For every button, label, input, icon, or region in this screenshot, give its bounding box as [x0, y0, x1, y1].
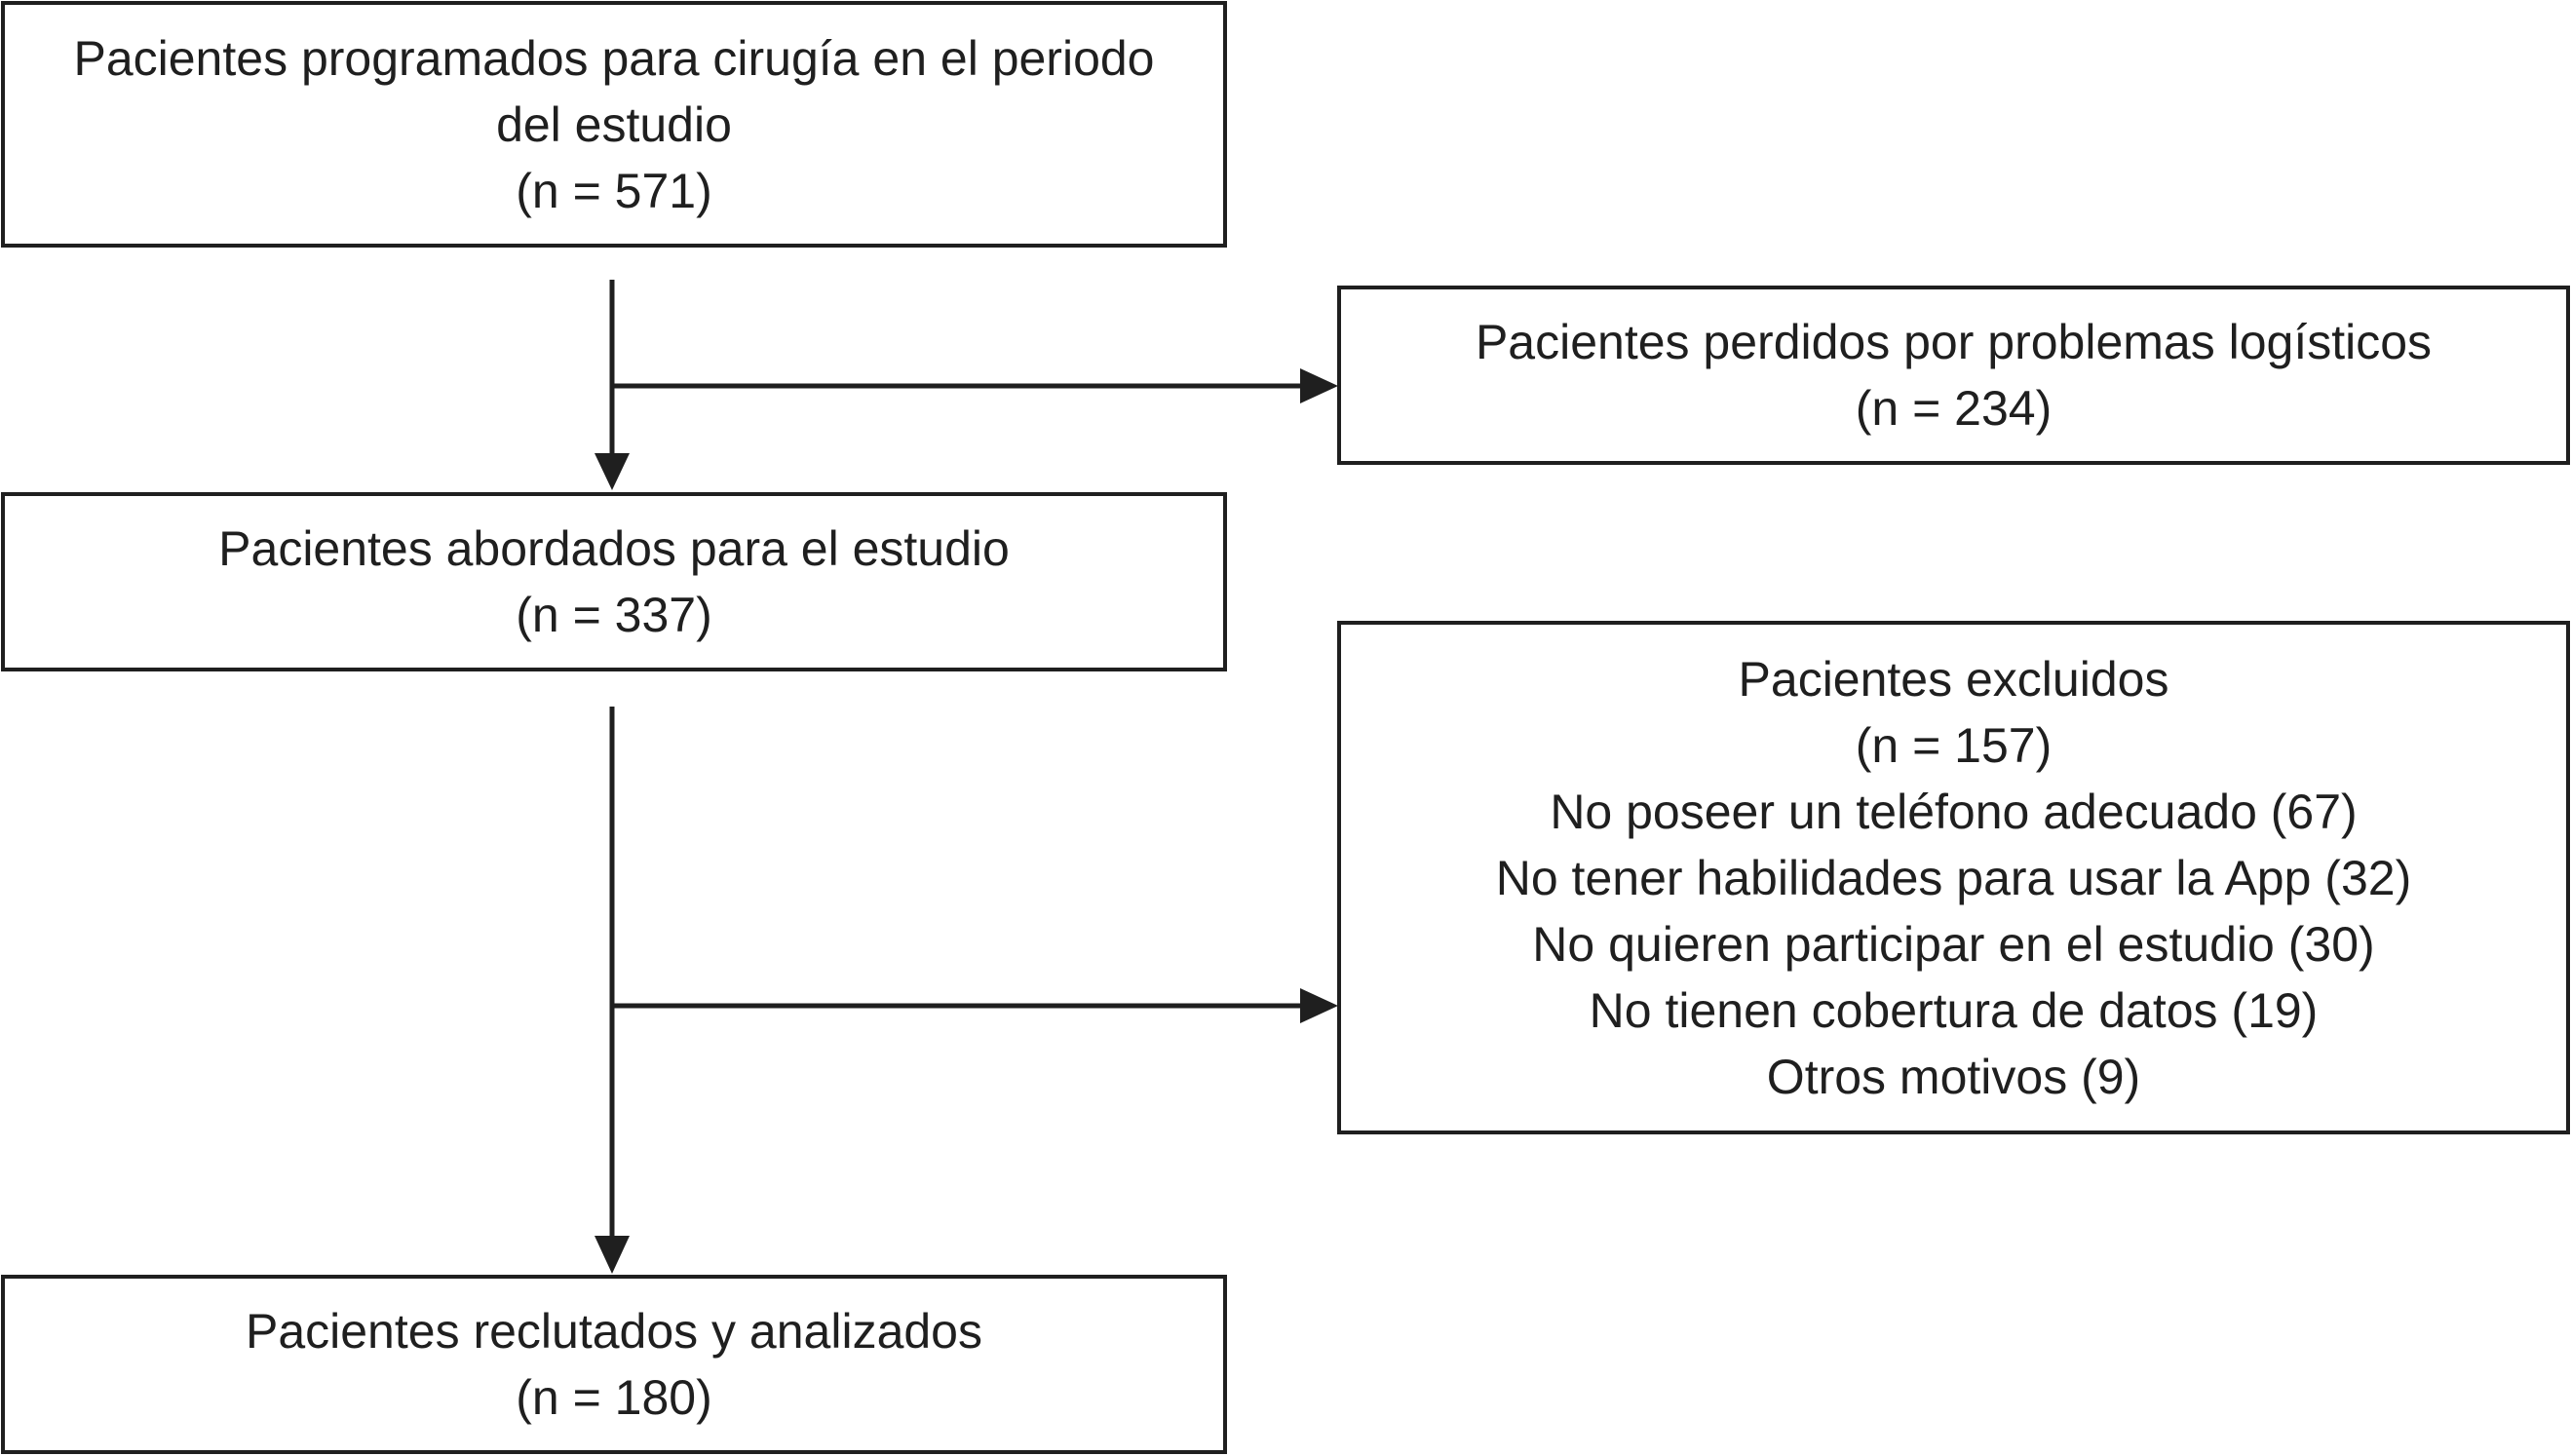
excluidos-count: (n = 157): [1855, 717, 2053, 773]
arrow-to-perdidos: [612, 368, 1338, 403]
box-excluidos: Pacientes excluidos (n = 157) No poseer …: [1337, 621, 2570, 1134]
excluidos-reason: No poseer un teléfono adecuado (67): [1550, 784, 2358, 839]
arrow-programados-to-abordados: [595, 280, 630, 490]
arrow-to-excluidos: [612, 988, 1338, 1023]
excluidos-label: Pacientes excluidos: [1738, 651, 2169, 707]
excluidos-reason: No quieren participar en el estudio (30): [1532, 916, 2375, 972]
reclutados-label: Pacientes reclutados y analizados: [245, 1304, 982, 1359]
abordados-count: (n = 337): [516, 588, 712, 642]
excluidos-reason: No tienen cobertura de datos (19): [1589, 982, 2319, 1038]
programados-label-line2: del estudio: [496, 96, 732, 152]
arrow-abordados-to-reclutados: [595, 707, 630, 1274]
excluidos-reason: No tener habilidades para usar la App (3…: [1495, 850, 2412, 905]
excluidos-reason: Otros motivos (9): [1766, 1049, 2141, 1104]
box-abordados: Pacientes abordados para el estudio (n =…: [1, 492, 1227, 671]
abordados-label: Pacientes abordados para el estudio: [218, 521, 1010, 576]
perdidos-label: Pacientes perdidos por problemas logísti…: [1475, 315, 2433, 369]
box-perdidos: Pacientes perdidos por problemas logísti…: [1337, 286, 2570, 465]
box-programados: Pacientes programados para cirugía en el…: [1, 1, 1227, 248]
programados-label-line1: Pacientes programados para cirugía en el…: [73, 30, 1155, 86]
box-reclutados: Pacientes reclutados y analizados (n = 1…: [1, 1275, 1227, 1454]
programados-count: (n = 571): [516, 163, 712, 218]
perdidos-count: (n = 234): [1855, 381, 2053, 436]
reclutados-count: (n = 180): [516, 1370, 712, 1425]
